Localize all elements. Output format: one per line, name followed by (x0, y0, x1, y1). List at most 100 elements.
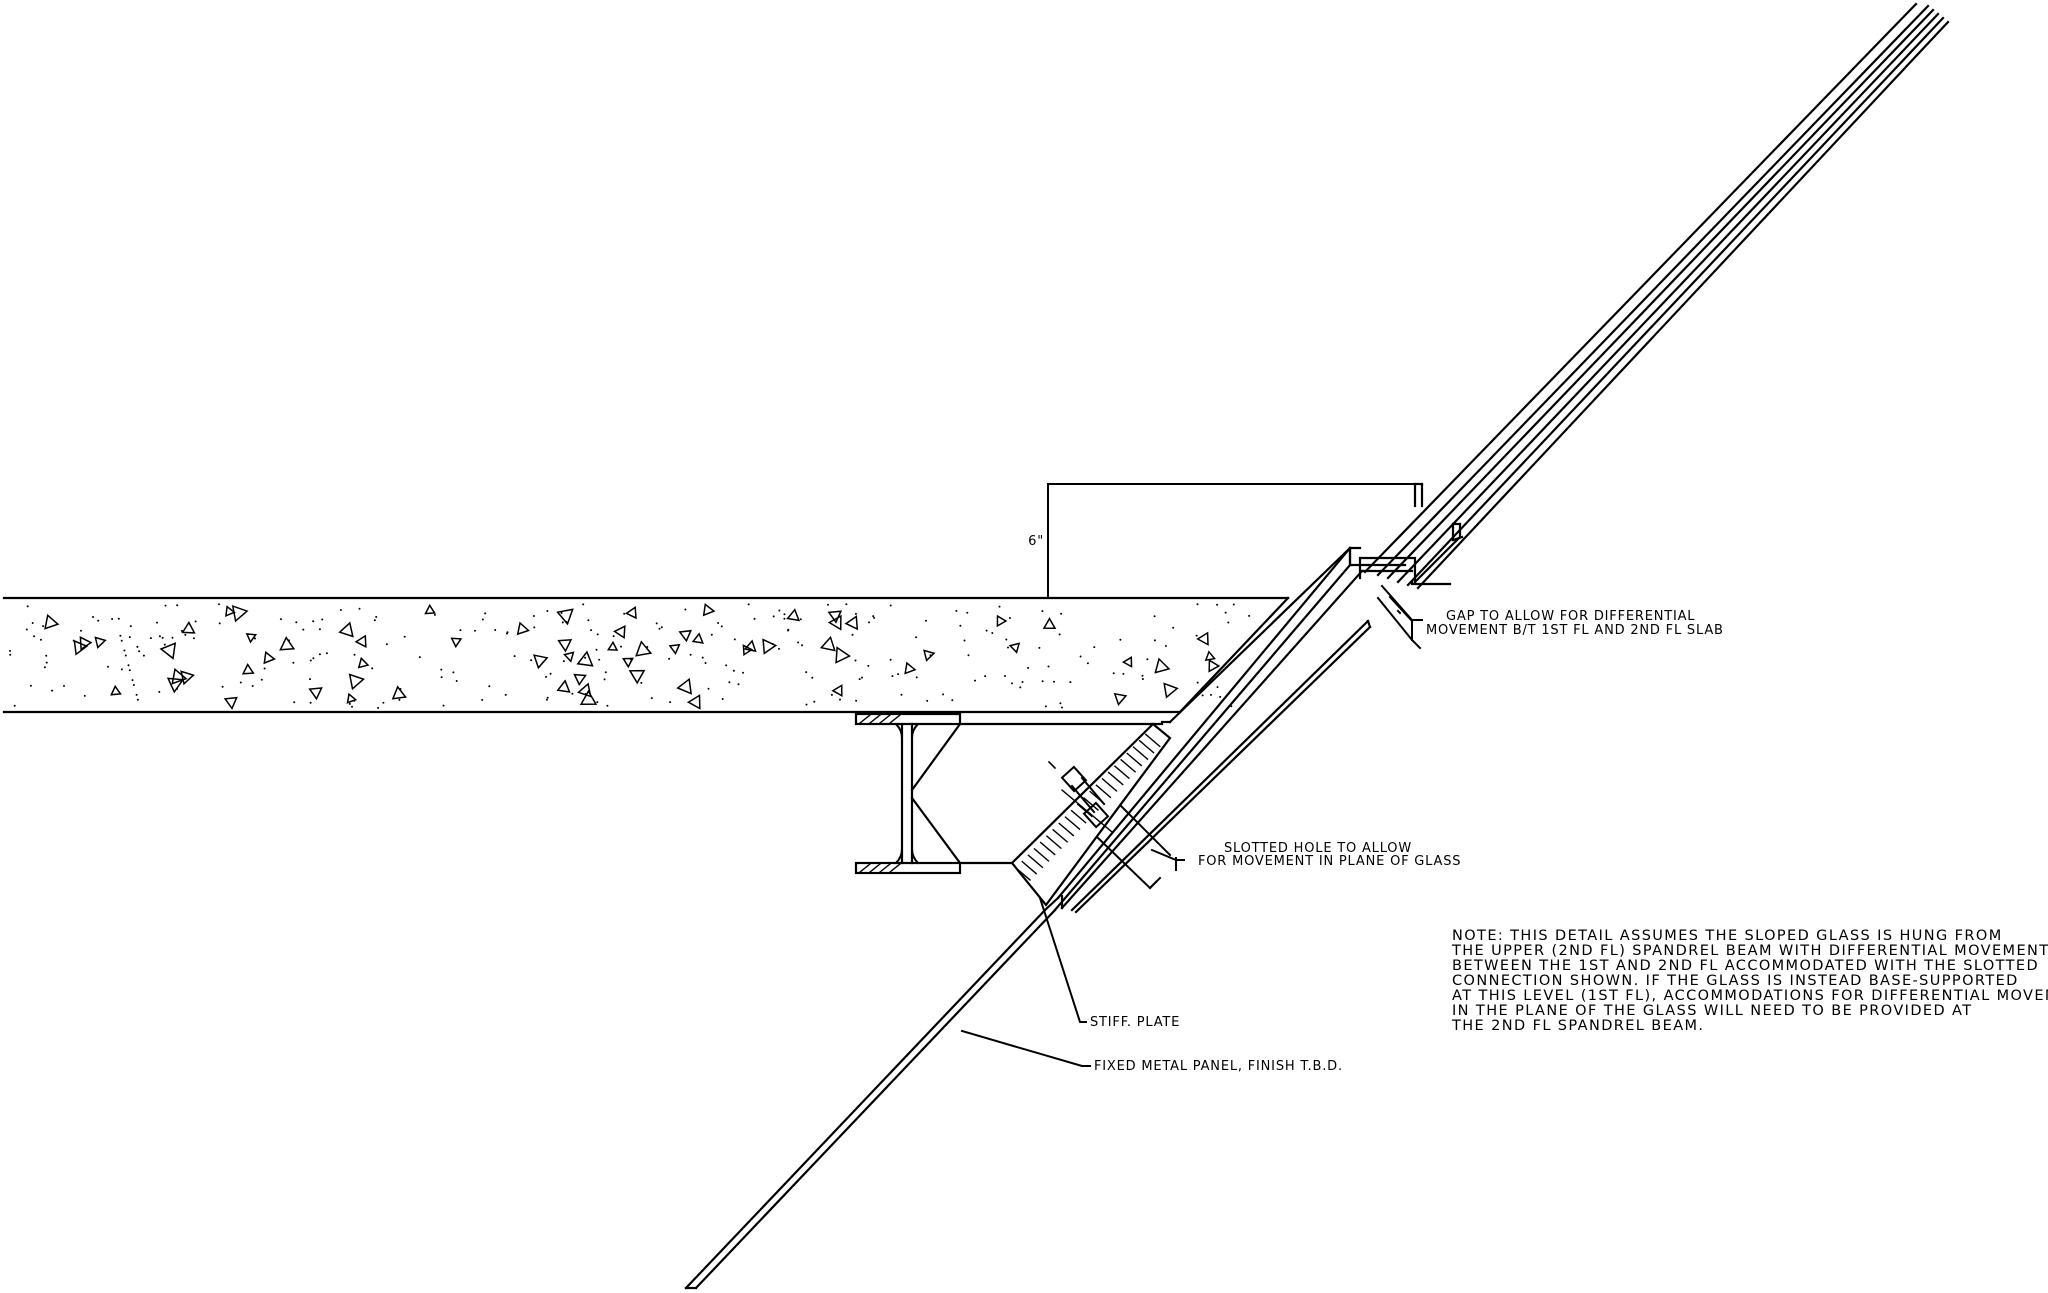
aggregate-dot (39, 638, 42, 641)
dimension-6in: 6" (1028, 483, 1417, 599)
aggregate-dot (1011, 682, 1013, 685)
aggregate-dot (966, 611, 969, 614)
aggregate-dot (1153, 639, 1156, 642)
gap-label-line-1: GAP TO ALLOW FOR DIFFERENTIAL (1446, 609, 1695, 624)
aggregate-dot (9, 649, 11, 652)
gap-label-line-2: MOVEMENT B/T 1ST FL AND 2ND FL SLAB (1426, 623, 1724, 638)
aggregate-mark (573, 673, 587, 686)
aggregate-dot (1044, 705, 1047, 708)
hatch-line (1052, 828, 1069, 843)
aggregate-dot (728, 681, 731, 684)
aggregate-dot (669, 701, 672, 704)
aggregate-mark (1008, 642, 1021, 654)
aggregate-mark (577, 682, 592, 698)
aggregate-mark (691, 632, 704, 644)
aggregate-dot (587, 619, 590, 622)
aggregate-mark (996, 614, 1008, 628)
aggregate-dot (783, 613, 786, 616)
aggregate-dot (1058, 633, 1061, 636)
note-line-5: AT THIS LEVEL (1ST FL), ACCOMMODATIONS F… (1452, 988, 2048, 1004)
aggregate-dot (321, 618, 324, 621)
hatch-line (1095, 784, 1112, 799)
aggregate-dot (1230, 705, 1233, 708)
aggregate-dot (382, 701, 385, 704)
aggregate-dot (799, 618, 802, 621)
aggregate-dot (650, 697, 653, 700)
aggregate-dot (717, 622, 720, 624)
aggregate-dot (506, 631, 509, 634)
aggregate-dot (891, 675, 894, 678)
aggregate-mark (171, 667, 188, 685)
aggregate-mark (621, 657, 634, 669)
aggregate-dot (131, 679, 134, 682)
aggregate-dot (725, 664, 728, 667)
note-line-7: THE 2ND FL SPANDREL BEAM. (1451, 1018, 1704, 1034)
aggregate-mark (1113, 692, 1128, 706)
aggregate-mark (1196, 631, 1209, 646)
aggregate-dot (805, 703, 808, 706)
aggregate-dot (45, 654, 48, 657)
aggregate-dot (704, 662, 707, 664)
aggregate-dot (1061, 706, 1063, 709)
aggregate-dot (701, 656, 704, 659)
stiffener-plate (1010, 722, 1172, 907)
aggregate-dot (1008, 617, 1011, 619)
aggregate-dot (565, 620, 568, 623)
aggregate-dot (963, 639, 966, 642)
aggregate-dot (474, 629, 476, 632)
aggregate-dot (351, 705, 353, 708)
slab-aggregate-hatch (9, 603, 1251, 710)
hatch-line (1021, 860, 1038, 875)
aggregate-mark (844, 615, 859, 631)
sloped-metal-panel (684, 908, 1057, 1290)
aggregate-dot (737, 683, 740, 686)
aggregate-dot (858, 678, 861, 681)
hatch-line (1107, 771, 1124, 786)
aggregate-dot (171, 636, 174, 639)
aggregate-mark (606, 640, 619, 651)
aggregate-mark (557, 638, 573, 653)
aggregate-dot (1041, 610, 1044, 613)
aggregate-dot (433, 613, 436, 616)
aggregate-dot (925, 619, 927, 622)
aggregate-dot (783, 617, 786, 620)
aggregate-dot (1004, 675, 1006, 677)
aggregate-dot (254, 637, 256, 640)
aggregate-dot (1219, 695, 1222, 698)
aggregate-mark (625, 606, 637, 620)
hatch-line (1027, 854, 1044, 869)
aggregate-dot (51, 689, 54, 692)
aggregate-mark (1042, 617, 1057, 629)
aggregate-dot (127, 664, 130, 667)
aggregate-dot (128, 669, 131, 672)
aggregate-dot (119, 634, 122, 637)
aggregate-dot (839, 698, 841, 701)
aggregate-dot (926, 699, 929, 702)
aggregate-dot (1119, 638, 1122, 641)
aggregate-mark (44, 613, 60, 630)
aggregate-dot (707, 687, 710, 690)
aggregate-dot (721, 698, 724, 700)
aggregate-dot (851, 633, 854, 636)
aggregate-mark (110, 684, 122, 696)
aggregate-dot (861, 676, 863, 679)
aggregate-dot (889, 658, 892, 661)
aggregate-dot (504, 693, 507, 696)
aggregate-mark (348, 673, 365, 691)
aggregate-mark (532, 654, 549, 670)
aggregate-dot (640, 681, 643, 684)
aggregate-dot (180, 629, 183, 632)
aggregate-dot (138, 650, 141, 653)
aggregate-dot (545, 675, 547, 678)
aggregate-dot (596, 633, 599, 636)
aggregate-dot (1210, 693, 1212, 696)
aggregate-dot (545, 698, 548, 701)
aggregate-dot (612, 635, 615, 638)
aggregate-dot (43, 666, 46, 669)
aggregate-mark (576, 650, 594, 667)
aggregate-dot (1201, 694, 1204, 697)
aggregate-dot (136, 645, 139, 648)
aggregate-dot (513, 655, 516, 658)
aggregate-dot (309, 659, 312, 662)
aggregate-dot (117, 617, 120, 620)
